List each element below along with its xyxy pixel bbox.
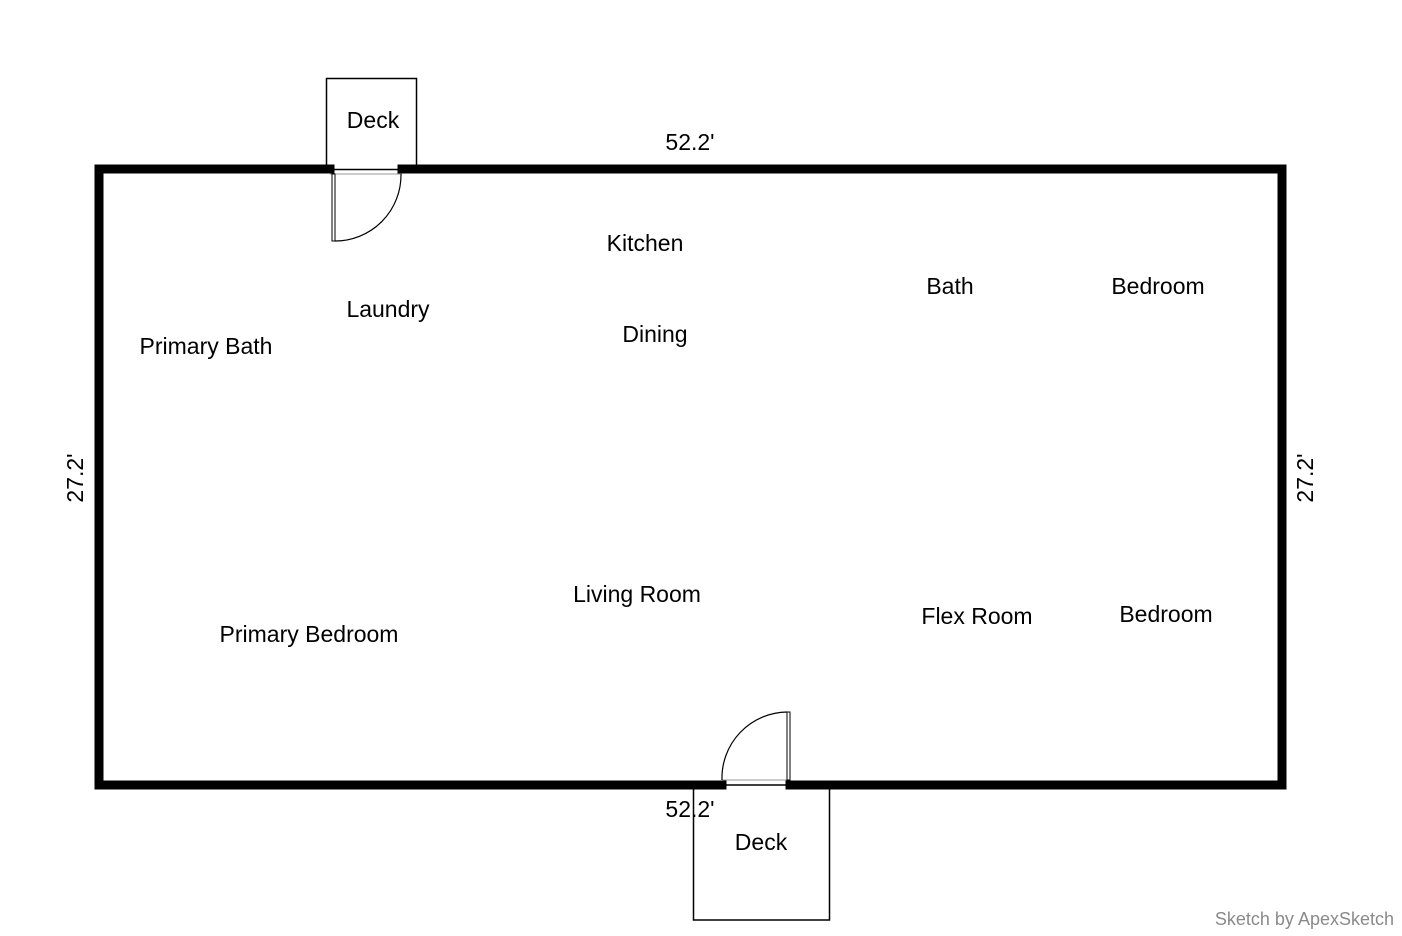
room-label-bath: Bath: [926, 273, 973, 299]
credit-text: Sketch by ApexSketch: [1215, 909, 1394, 929]
room-label-primary-bedroom: Primary Bedroom: [220, 621, 399, 647]
door-top[interactable]: [330, 173, 402, 242]
room-label-kitchen: Kitchen: [607, 230, 684, 256]
room-label-deck-top: Deck: [347, 107, 400, 133]
exterior-walls: [94, 164, 1287, 790]
room-label-dining: Dining: [622, 321, 687, 347]
room-label-living-room: Living Room: [573, 581, 701, 607]
room-label-flex-room: Flex Room: [921, 603, 1032, 629]
room-label-bedroom-top: Bedroom: [1111, 273, 1204, 299]
room-label-laundry: Laundry: [346, 296, 430, 322]
dimension-left: 27.2': [62, 453, 88, 502]
dimension-bottom: 52.2': [665, 796, 714, 822]
room-label-deck-bottom: Deck: [735, 829, 788, 855]
dimension-right: 27.2': [1292, 453, 1318, 502]
deck-top-outline: [325, 77, 418, 171]
room-label-bedroom-bottom: Bedroom: [1119, 601, 1212, 627]
door-bottom[interactable]: [721, 711, 791, 781]
room-label-primary-bath: Primary Bath: [140, 333, 273, 359]
deck-bottom-outline: [692, 784, 831, 921]
dimension-top: 52.2': [665, 129, 714, 155]
